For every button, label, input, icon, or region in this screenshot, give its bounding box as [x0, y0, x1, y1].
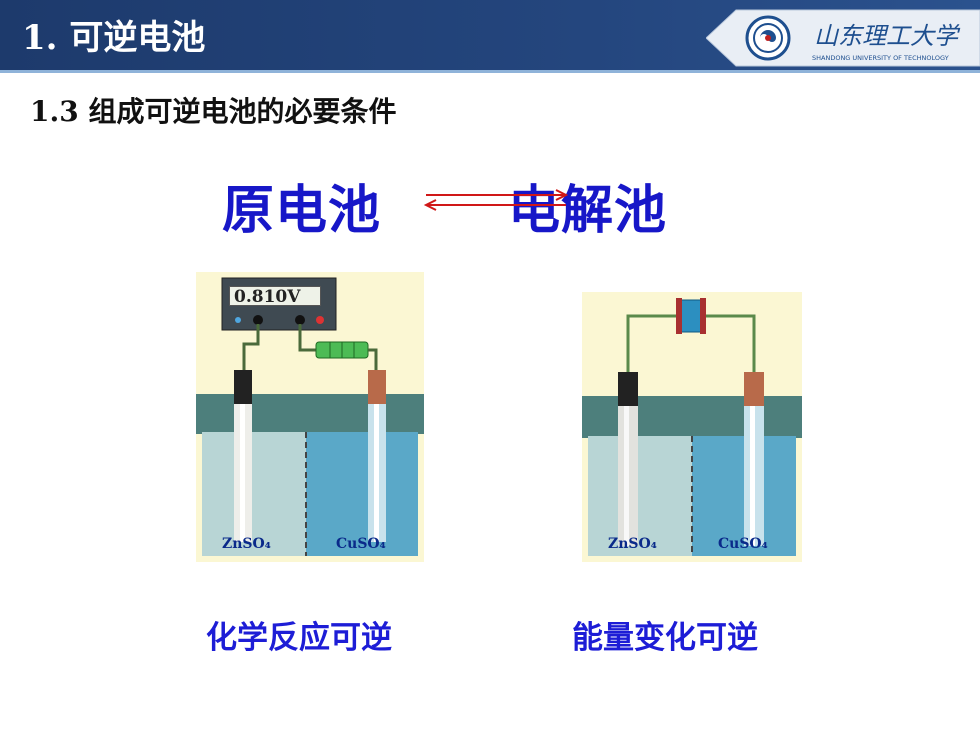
copper-sulfate-label: CuSO₄ [336, 536, 386, 552]
electrolytic-cell-label: 电解池 [508, 181, 668, 241]
zinc-sulfate-label: ZnSO₄ [222, 536, 271, 552]
header-rule [0, 70, 980, 73]
logo-subtitle: SHANDONG UNIVERSITY OF TECHNOLOGY [812, 54, 949, 62]
section-subtitle: 1.3 组成可逆电池的必要条件 [30, 95, 397, 128]
voltmeter-reading: 0.810V [229, 286, 321, 307]
battery-icon [676, 298, 706, 334]
electrolytic-cell-diagram: ZnSO₄ CuSO₄ [582, 292, 802, 562]
reversible-arrows-icon [423, 189, 569, 211]
reversible-reaction-caption: 化学反应可逆 [206, 620, 392, 656]
logo-name: 山东理工大学 [814, 22, 961, 50]
reversible-energy-caption: 能量变化可逆 [572, 620, 758, 656]
galvanic-cell-diagram: 0.810V ZnSO₄ CuSO₄ [196, 272, 424, 562]
emblem-icon [745, 15, 791, 61]
galvanic-cell-label: 原电池 [222, 181, 382, 241]
copper-sulfate-label: CuSO₄ [718, 536, 768, 552]
slide-title: 1. 可逆电池 [22, 18, 206, 58]
zinc-sulfate-label: ZnSO₄ [608, 536, 657, 552]
university-logo: 山东理工大学 SHANDONG UNIVERSITY OF TECHNOLOGY [705, 8, 980, 68]
